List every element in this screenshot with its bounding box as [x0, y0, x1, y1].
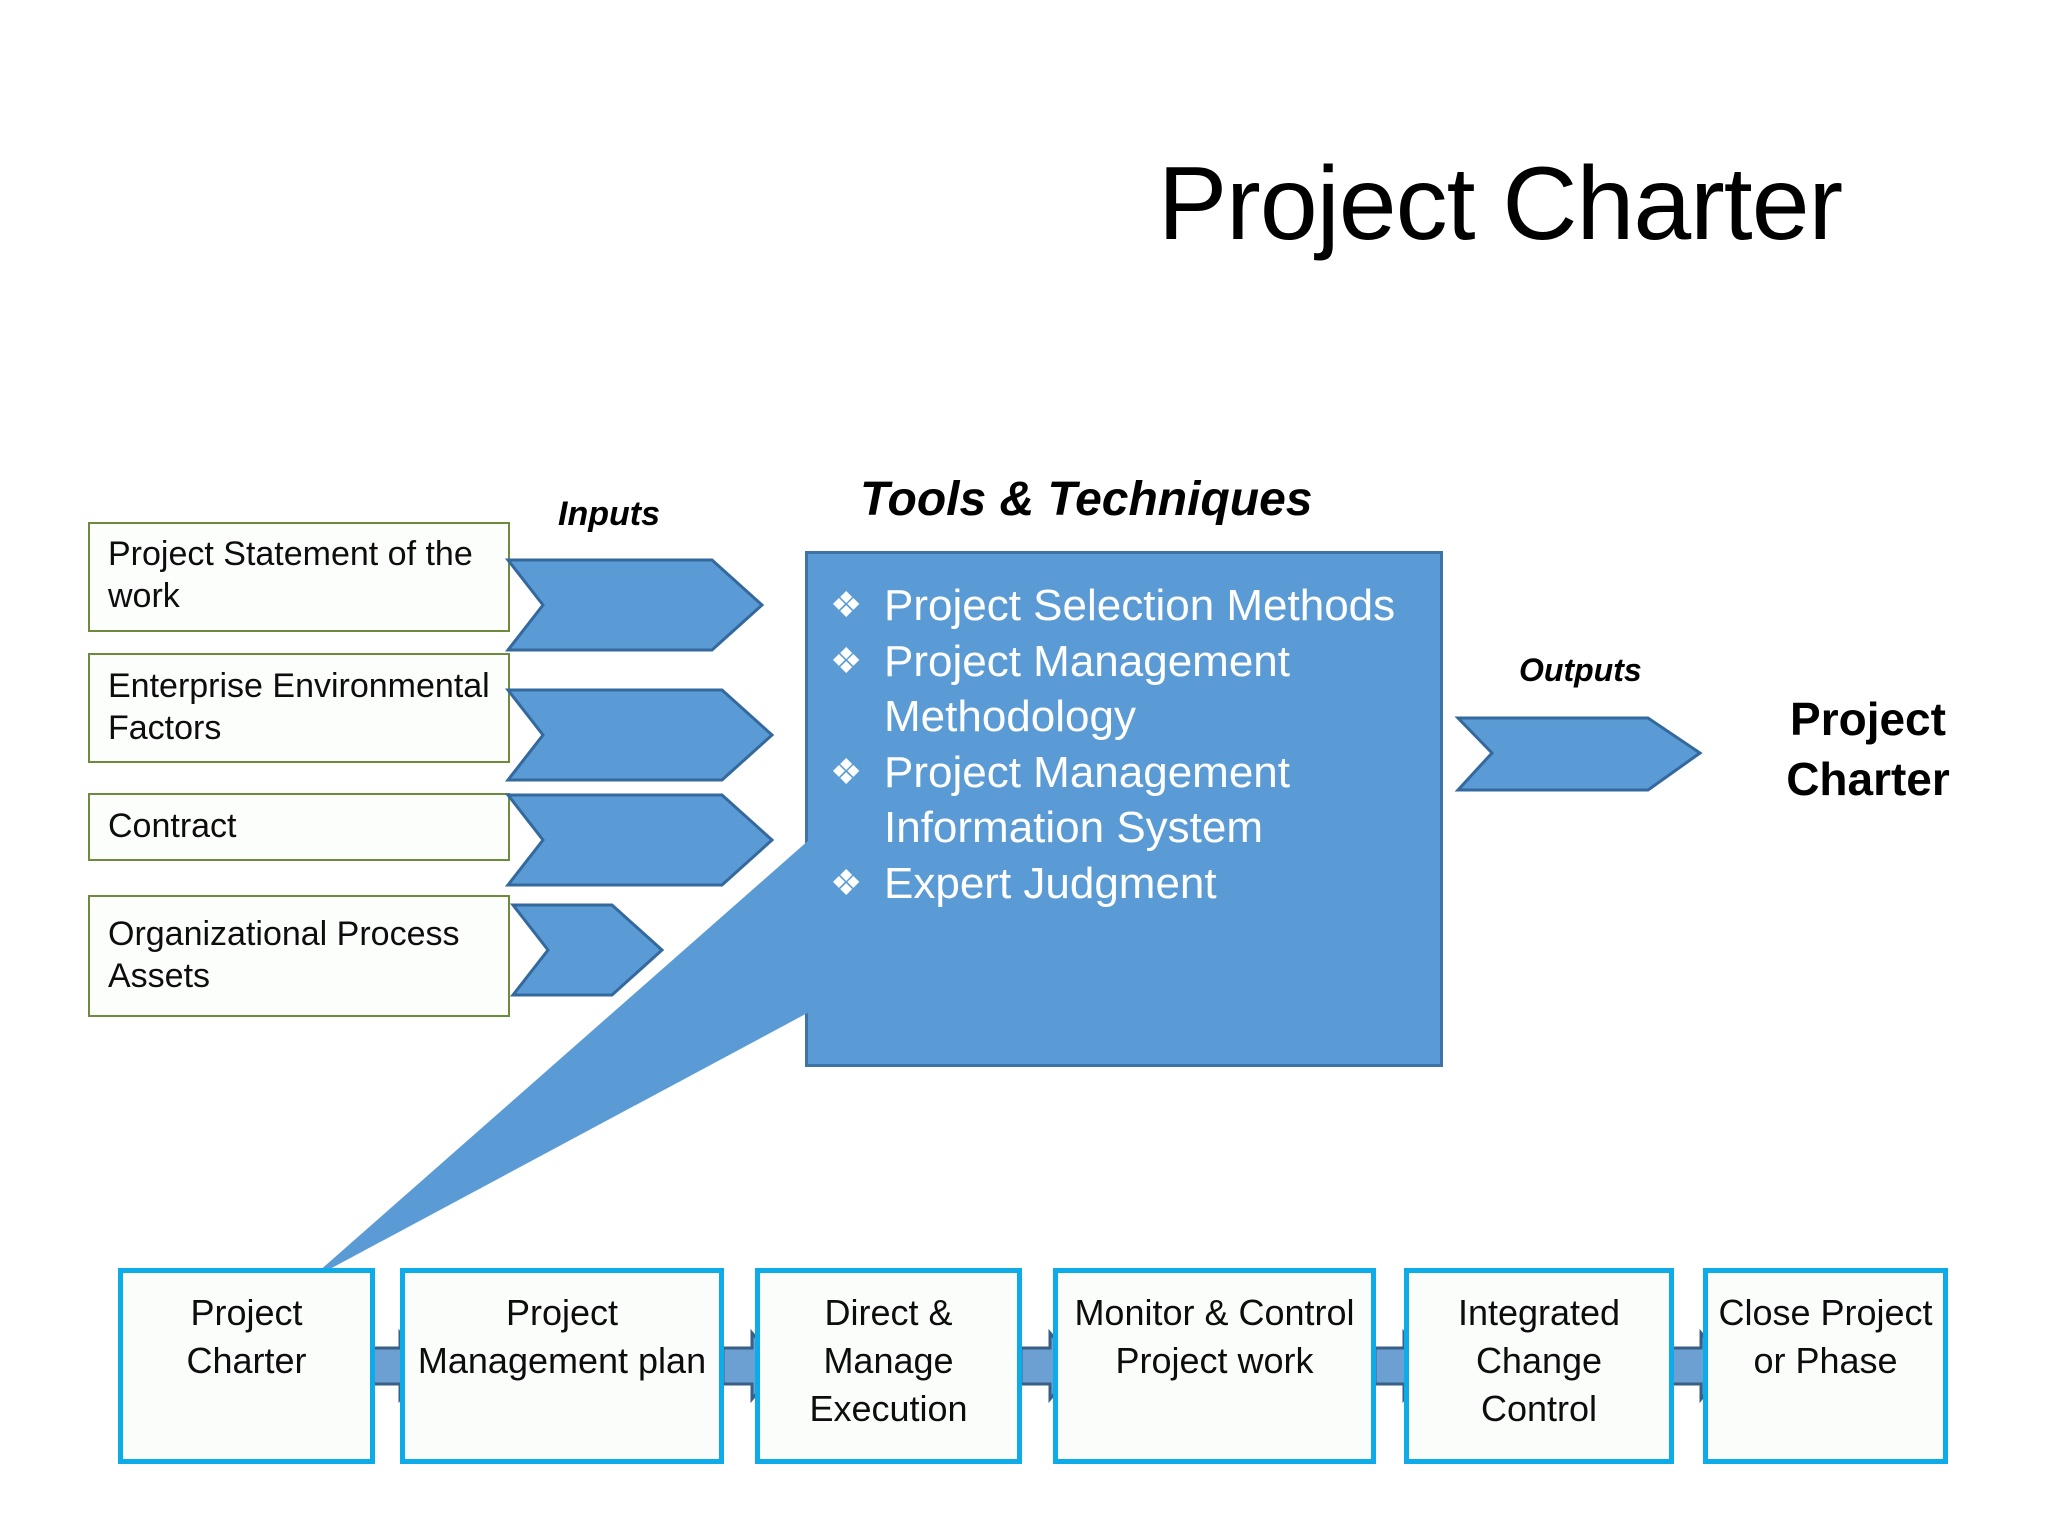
outputs-label: Outputs [1519, 652, 1642, 688]
list-item-label: Project Management Information System [884, 748, 1290, 852]
process-box-integrated-change-control[interactable]: Integrated Change Control [1404, 1268, 1674, 1464]
page-title: Project Charter [1157, 146, 1843, 262]
input-arrow-1 [504, 558, 765, 652]
process-box-label: Integrated Change Control [1457, 1292, 1621, 1429]
list-item: ❖ Project Management Information System [830, 745, 1414, 855]
process-box-label: Monitor & Control Project work [1074, 1292, 1355, 1381]
input-box-contract[interactable]: Contract [88, 793, 510, 861]
list-item-label: Project Management Methodology [884, 637, 1290, 741]
tools-techniques-list: ❖ Project Selection Methods ❖ Project Ma… [808, 554, 1440, 911]
input-box-label: Enterprise Environmental Factors [108, 667, 490, 747]
inputs-label: Inputs [558, 495, 660, 533]
process-box-label: Direct & Manage Execution [809, 1292, 968, 1429]
output-arrow [1454, 716, 1703, 792]
diamond-bullet-icon: ❖ [830, 862, 863, 903]
input-box-label: Organizational Process Assets [108, 915, 460, 995]
process-box-label: Close Project or Phase [1718, 1292, 1933, 1381]
diamond-bullet-icon: ❖ [830, 751, 863, 792]
input-box-label: Project Statement of the work [108, 535, 473, 615]
diamond-bullet-icon: ❖ [830, 584, 863, 625]
process-box-project-charter[interactable]: Project Charter [118, 1268, 375, 1464]
input-box-project-statement[interactable]: Project Statement of the work [88, 522, 510, 632]
list-item-label: Expert Judgment [884, 859, 1217, 908]
input-box-enterprise-environmental-factors[interactable]: Enterprise Environmental Factors [88, 653, 510, 763]
list-item: ❖ Project Selection Methods [830, 578, 1414, 633]
input-arrow-2 [504, 688, 775, 782]
input-arrow-4 [509, 903, 665, 997]
input-arrow-3 [504, 793, 775, 887]
process-box-label: Project Charter [186, 1292, 307, 1381]
input-box-label: Contract [108, 807, 237, 846]
diamond-bullet-icon: ❖ [830, 640, 863, 681]
list-item-label: Project Selection Methods [884, 581, 1396, 630]
process-box-monitor-control-project-work[interactable]: Monitor & Control Project work [1053, 1268, 1376, 1464]
tools-techniques-label: Tools & Techniques [860, 473, 1313, 526]
tools-techniques-panel: ❖ Project Selection Methods ❖ Project Ma… [805, 551, 1443, 1067]
input-box-organizational-process-assets[interactable]: Organizational Process Assets [88, 895, 510, 1017]
process-box-direct-manage-execution[interactable]: Direct & Manage Execution [755, 1268, 1022, 1464]
list-item: ❖ Expert Judgment [830, 856, 1414, 911]
list-item: ❖ Project Management Methodology [830, 634, 1414, 744]
process-box-label: Project Management plan [417, 1292, 707, 1381]
process-box-close-project-or-phase[interactable]: Close Project or Phase [1703, 1268, 1948, 1464]
output-project-charter-label: Project Charter [1786, 693, 1950, 805]
process-box-project-management-plan[interactable]: Project Management plan [400, 1268, 724, 1464]
